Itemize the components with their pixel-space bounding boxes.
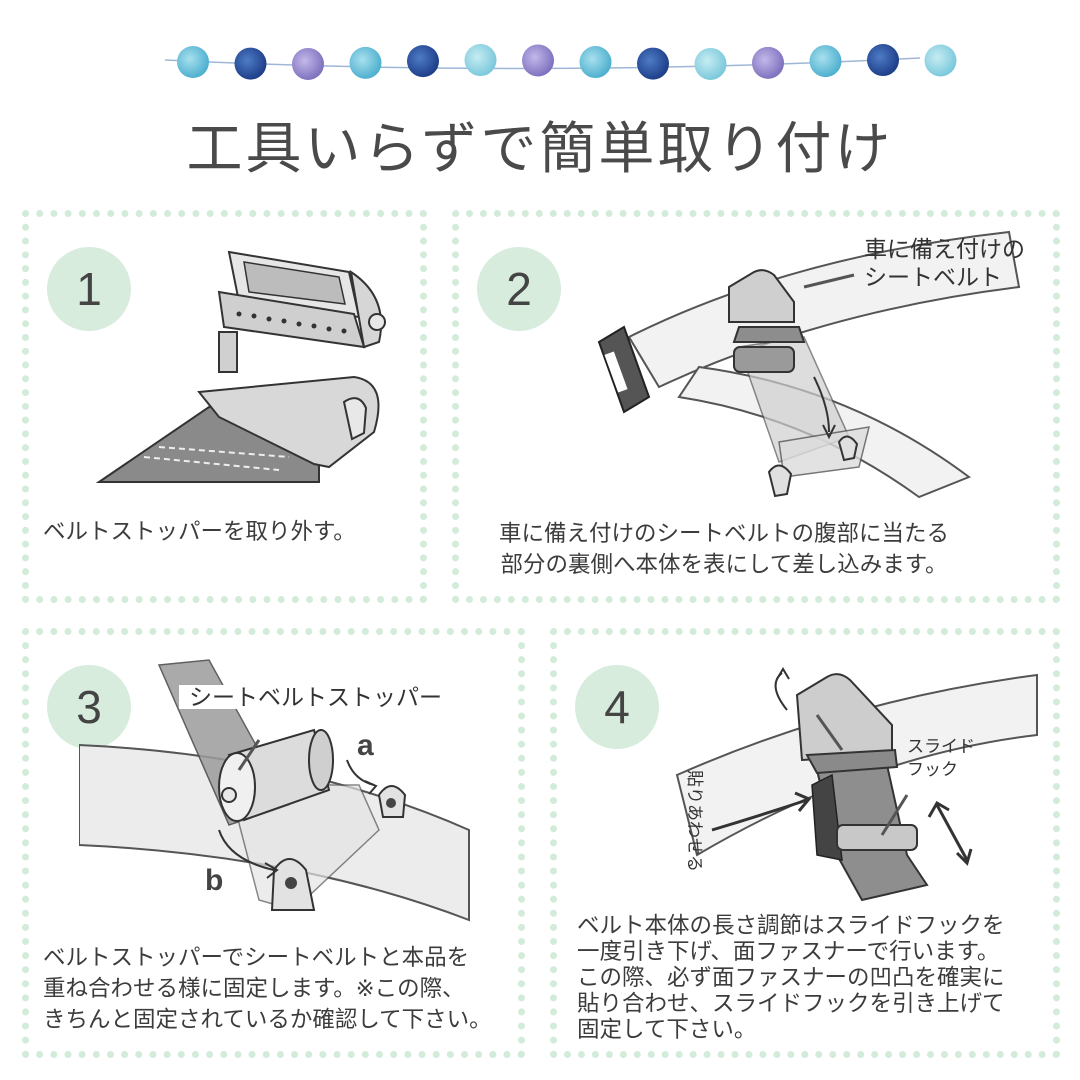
length-adjust-illustration: スライド フック 貼りあわせる (675, 667, 1038, 902)
slide-hook-label: スライド (907, 737, 975, 757)
pompom (579, 46, 612, 79)
seatbelt-label: 車に備え付けの (864, 237, 1025, 263)
marker-a: a (357, 729, 374, 762)
seatbelt-insert-illustration: 車に備え付けの シートベルト (597, 230, 1025, 499)
step-2-panel: 2 車に備え付けの シートベルト 車に備え付けのシートベルトの腹部に当たる 部分… (452, 210, 1060, 603)
caption-line: 固定して下さい。 (577, 1017, 757, 1043)
pompom (809, 45, 842, 78)
marker-b: b (205, 864, 223, 897)
caption-line: ベルトストッパーを取り外す。 (43, 519, 356, 545)
pompom (464, 44, 497, 77)
step-number-badge: 2 (477, 247, 561, 331)
pompom-garland (164, 44, 957, 80)
step-number-badge: 4 (575, 665, 659, 749)
step-3-caption: ベルトストッパーでシートベルトと本品を 重ね合わせる様に固定します。※この際、 … (43, 943, 492, 1036)
pompom (637, 47, 669, 80)
pompom (349, 46, 382, 79)
step-4-panel: 4 スライド フック 貼りあわせる ベルト本体の長さ調節はスライドフックを 一度… (550, 628, 1060, 1058)
stopper-label: シートベルトストッパー (189, 685, 442, 711)
seatbelt-label: シートベルト (864, 265, 1002, 291)
pompom (752, 46, 784, 79)
pompom (407, 45, 439, 78)
slide-hook-label: フック (907, 760, 958, 780)
caption-line: ベルトストッパーでシートベルトと本品を (43, 945, 470, 971)
step-4-caption: ベルト本体の長さ調節はスライドフックを 一度引き下げ、面ファスナーで行います。 … (577, 913, 1005, 1043)
pompom (694, 47, 727, 80)
step-3-panel: 3 シートベルトストッパー a b ベルトストッパーでシートベルトと本品を 重ね… (22, 628, 525, 1058)
step-2-caption: 車に備え付けのシートベルトの腹部に当たる 部分の裏側へ本体を表にして差し込みます… (499, 519, 949, 581)
pompom (522, 44, 554, 77)
caption-line: 一度引き下げ、面ファスナーで行います。 (577, 939, 1000, 965)
page-title: 工具いらずで簡単取り付け (186, 117, 894, 182)
pompom (292, 47, 324, 80)
stopper-fix-illustration: シートベルトストッパー a b (79, 659, 470, 922)
pompom (234, 47, 267, 80)
step-number-badge: 1 (47, 247, 131, 331)
caption-line: 重ね合わせる様に固定します。※この際、 (43, 976, 465, 1002)
caption-line: 車に備え付けのシートベルトの腹部に当たる (499, 521, 950, 547)
attach-label: 貼りあわせる (684, 770, 704, 872)
belt-stopper-illustration (95, 250, 386, 483)
pompom (867, 44, 899, 77)
step-1-caption: ベルトストッパーを取り外す。 (43, 517, 356, 548)
pompom (924, 44, 957, 77)
pompom (177, 46, 209, 78)
step-1-panel: 1 ベルトストッパーを取り外す。 (22, 210, 427, 603)
step-number-badge: 3 (47, 665, 131, 749)
caption-line: 貼り合わせ、スライドフックを引き上げて (577, 991, 1005, 1017)
caption-line: 部分の裏側へ本体を表にして差し込みます。 (500, 552, 948, 578)
caption-line: ベルト本体の長さ調節はスライドフックを (577, 913, 1005, 939)
caption-line: この際、必ず面ファスナーの凹凸を確実に (577, 965, 1005, 991)
caption-line: きちんと固定されているか確認して下さい。 (43, 1007, 492, 1033)
